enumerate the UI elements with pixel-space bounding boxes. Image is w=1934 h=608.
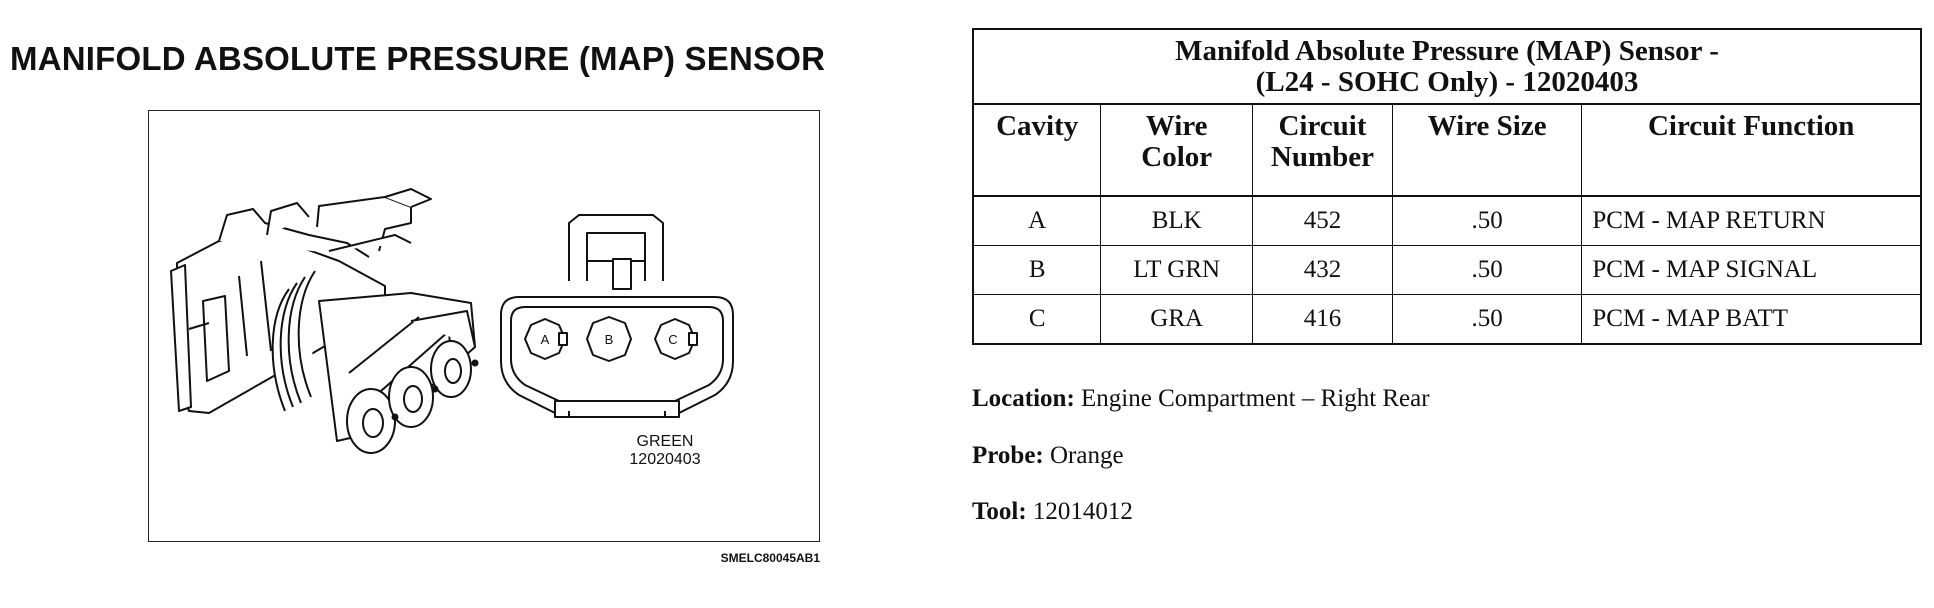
connector-part-number: 12020403: [629, 451, 701, 468]
header-wire-color-line-1: Wire: [1145, 110, 1208, 142]
cavity-letter-a: A: [541, 332, 550, 347]
table-title-line-2: (L24 - SOHC Only) - 12020403: [1255, 66, 1639, 98]
connector-color: GREEN: [636, 433, 694, 450]
probe-label: Probe:: [972, 442, 1044, 469]
figure-id: SMELC80045AB1: [720, 551, 820, 565]
cell-wire-color: GRA: [1100, 294, 1254, 345]
cavity-letter-b: B: [605, 332, 614, 347]
cell-cavity: A: [972, 195, 1102, 246]
table-row: C GRA 416 .50 PCM - MAP BATT: [972, 294, 1922, 345]
header-wire-size: Wire Size: [1391, 103, 1583, 197]
connector-label: GREEN 12020403: [600, 433, 730, 469]
cell-wire-size: .50: [1391, 195, 1583, 246]
header-wire-color: Wire Color: [1100, 103, 1254, 197]
table-row: B LT GRN 432 .50 PCM - MAP SIGNAL: [972, 245, 1922, 295]
header-cavity: Cavity: [972, 103, 1102, 197]
cell-circuit-function: PCM - MAP RETURN: [1581, 195, 1922, 246]
table-header-row: Cavity Wire Color Circuit Number Wire Si…: [972, 103, 1922, 197]
probe-value: Orange: [1050, 442, 1124, 469]
header-circuit-number: Circuit Number: [1252, 103, 1393, 197]
cell-wire-color: BLK: [1100, 195, 1254, 246]
cell-circuit-number: 432: [1252, 245, 1393, 295]
table-title: Manifold Absolute Pressure (MAP) Sensor …: [972, 28, 1922, 105]
probe-line: Probe: Orange: [972, 442, 1124, 470]
cell-circuit-function: PCM - MAP SIGNAL: [1581, 245, 1922, 295]
cell-wire-size: .50: [1391, 294, 1583, 345]
location-line: Location: Engine Compartment – Right Rea…: [972, 385, 1430, 413]
header-circuit-function: Circuit Function: [1581, 103, 1922, 197]
tool-label: Tool:: [972, 498, 1027, 525]
tool-value: 12014012: [1032, 498, 1133, 525]
table-row: A BLK 452 .50 PCM - MAP RETURN: [972, 195, 1922, 246]
header-circuit-number-line-1: Circuit: [1278, 110, 1367, 142]
connector-drawing: A B C: [170, 188, 734, 454]
header-wire-color-line-2: Color: [1141, 141, 1213, 173]
cell-cavity: C: [972, 294, 1102, 345]
cell-wire-color: LT GRN: [1100, 245, 1254, 295]
pinout-table: Manifold Absolute Pressure (MAP) Sensor …: [972, 28, 1922, 345]
page-heading: MANIFOLD ABSOLUTE PRESSURE (MAP) SENSOR: [10, 40, 826, 77]
connector-face-view: [500, 214, 734, 418]
cell-circuit-function: PCM - MAP BATT: [1581, 294, 1922, 345]
cavity-letter-c: C: [668, 332, 677, 347]
header-circuit-number-line-2: Number: [1270, 141, 1375, 173]
location-label: Location:: [972, 385, 1075, 412]
table-title-row: Manifold Absolute Pressure (MAP) Sensor …: [972, 28, 1922, 105]
connector-side-view: [170, 188, 479, 454]
location-value: Engine Compartment – Right Rear: [1081, 385, 1430, 412]
cell-circuit-number: 452: [1252, 195, 1393, 246]
table-title-line-1: Manifold Absolute Pressure (MAP) Sensor …: [1175, 35, 1719, 67]
cell-wire-size: .50: [1391, 245, 1583, 295]
connector-figure: A B C: [148, 110, 820, 542]
cell-cavity: B: [972, 245, 1102, 295]
cell-circuit-number: 416: [1252, 294, 1393, 345]
tool-line: Tool: 12014012: [972, 498, 1133, 526]
